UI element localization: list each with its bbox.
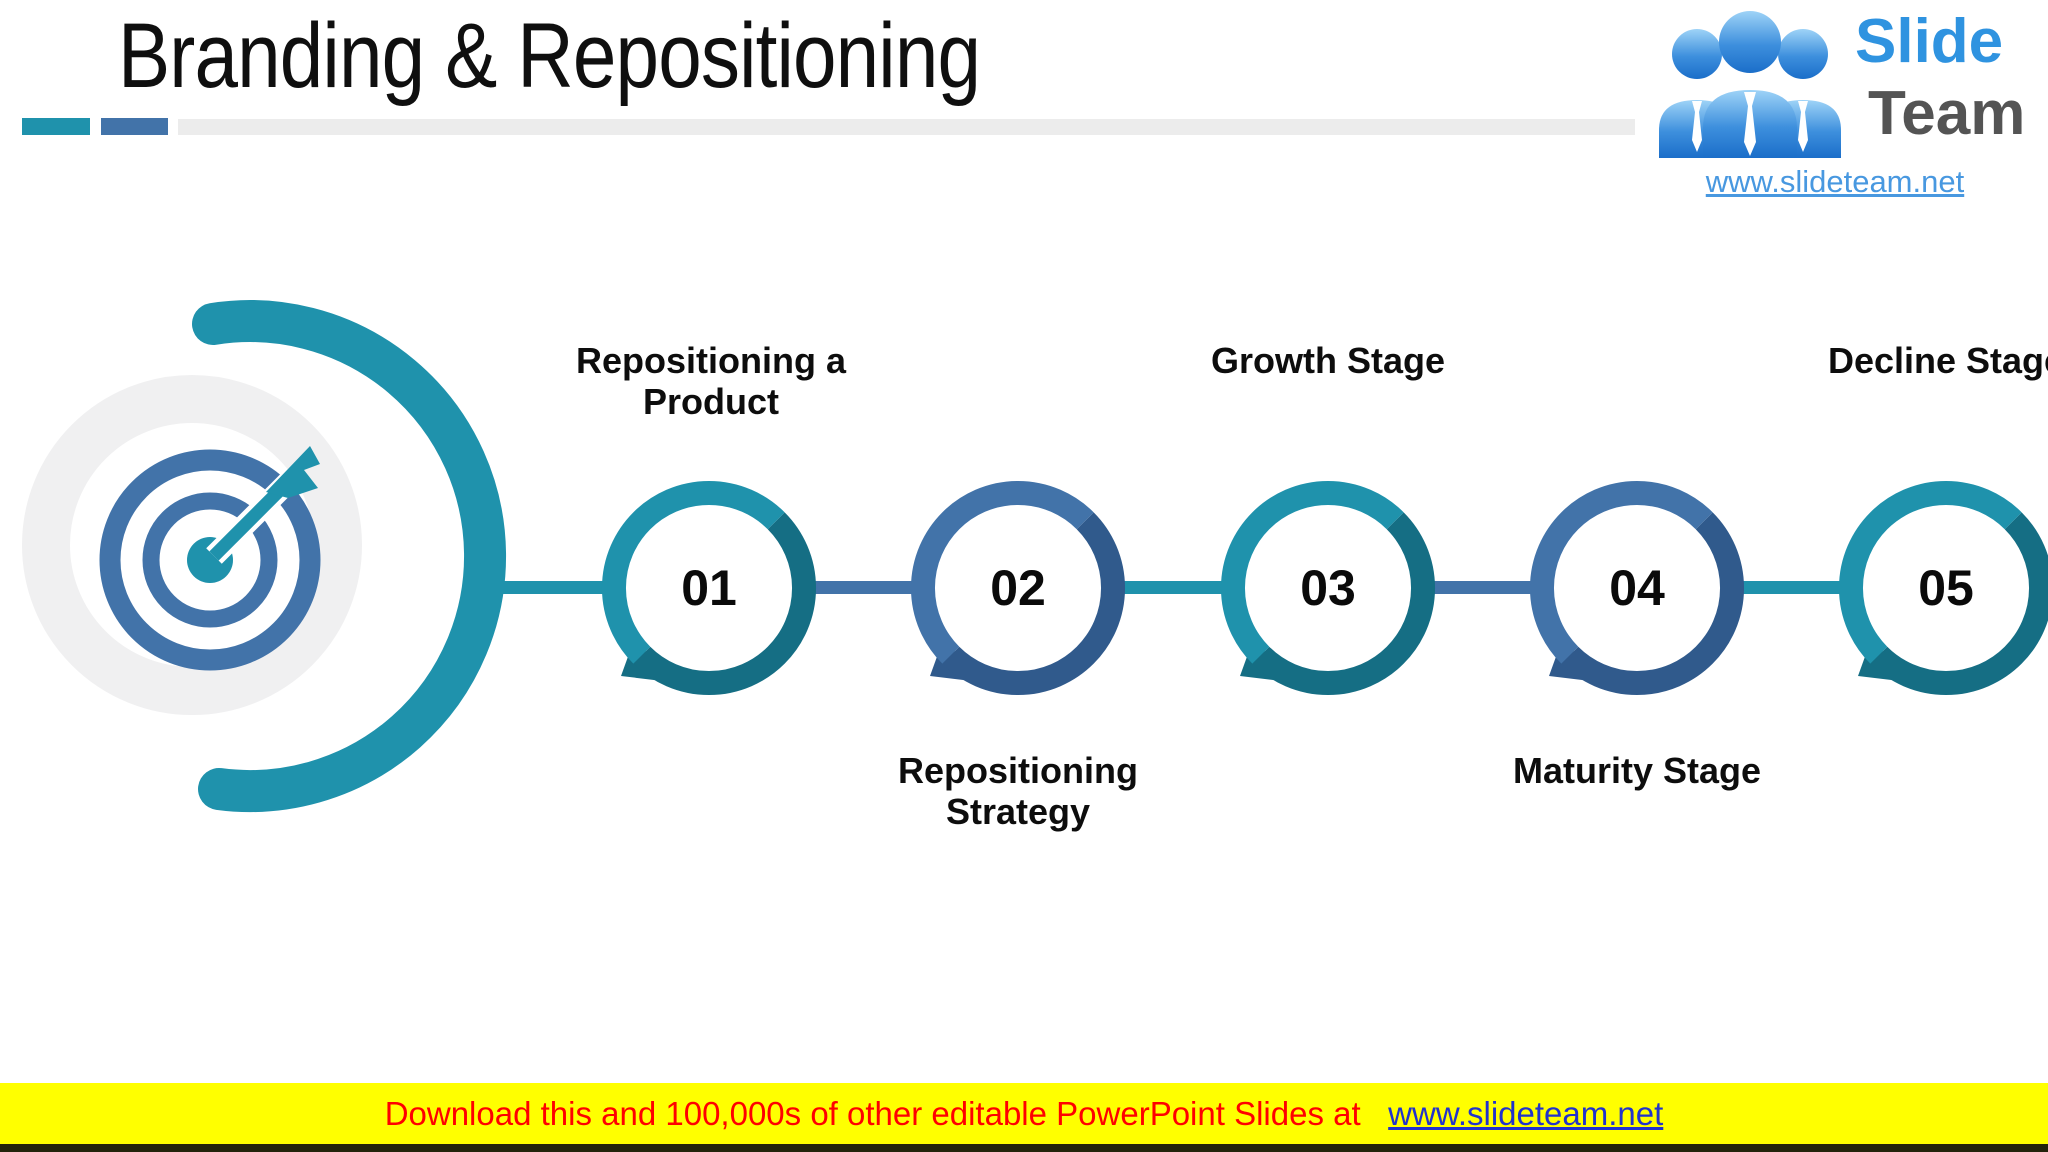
- logo-text-team: Team: [1868, 79, 2026, 148]
- target-gray-ring: [22, 375, 362, 715]
- step-number: 05: [1918, 560, 1974, 616]
- dart-fletching: [266, 446, 320, 498]
- page-title: Branding & Repositioning: [118, 5, 981, 107]
- connector-line: [485, 581, 620, 594]
- title-underline-gray: [178, 119, 1635, 135]
- step-circle-02: [910, 480, 1126, 696]
- connector-line: [1730, 581, 1855, 594]
- banner-link[interactable]: www.slideteam.net: [1388, 1095, 1664, 1132]
- connector-line: [802, 581, 927, 594]
- logo-url-link[interactable]: www.slideteam.net: [1705, 164, 1965, 199]
- bottom-edge-strip: [0, 1144, 2048, 1152]
- step-label: Decline Stage: [1827, 340, 2048, 381]
- connector-line: [1111, 581, 1236, 594]
- step-circle-01: [601, 480, 817, 696]
- banner-space: [1370, 1095, 1379, 1132]
- step-number: 02: [990, 560, 1046, 616]
- step-label: Growth Stage: [1210, 340, 1446, 381]
- step-number: 03: [1300, 560, 1356, 616]
- download-banner: Download this and 100,000s of other edit…: [0, 1083, 2048, 1144]
- slideteam-logo: Slide Team www.slideteam.net: [1640, 4, 2040, 204]
- step-number: 04: [1609, 560, 1665, 616]
- connector-line: [1421, 581, 1546, 594]
- step-number: 01: [681, 560, 737, 616]
- title-underline-blue: [101, 118, 168, 135]
- step-circle-05: [1838, 480, 2048, 696]
- target-icon: [99, 446, 321, 671]
- step-circle-03: [1220, 480, 1436, 696]
- banner-text: Download this and 100,000s of other edit…: [384, 1095, 1361, 1132]
- step-label: Repositioning Strategy: [898, 750, 1138, 832]
- people-icon: [1659, 11, 1841, 158]
- title-underline-teal: [22, 118, 90, 135]
- logo-text-slide: Slide: [1855, 7, 2004, 76]
- step-circle-04: [1529, 480, 1745, 696]
- step-label: Repositioning a Product: [576, 340, 846, 422]
- target-arc: [192, 300, 507, 812]
- step-label: Maturity Stage: [1512, 750, 1762, 791]
